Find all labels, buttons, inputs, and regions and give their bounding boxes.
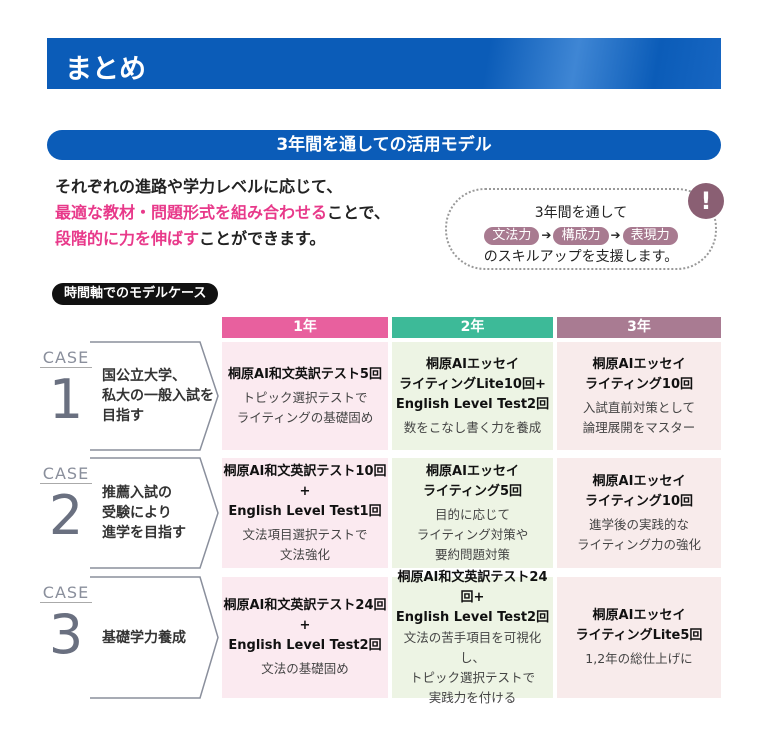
case-number: 2 — [48, 484, 84, 547]
case-title: 基礎学力養成 — [102, 628, 186, 648]
plan-name: ライティングLite5回 — [575, 628, 703, 643]
plan-description: 文法項目選択テストで — [242, 526, 368, 542]
plan-cell: 桐原AIエッセイライティングLite10回+ English Level Test… — [392, 342, 553, 450]
case-title-line: 私大の一般入試を — [102, 388, 214, 404]
arrow-right-icon: ➔ — [610, 228, 621, 242]
plan-name: 桐原AI和文英訳テスト5回 — [228, 366, 382, 382]
plan-name: ライティングLite10回+ — [399, 376, 546, 392]
case-word: CASE — [40, 464, 92, 484]
plan-cell: 桐原AI和文英訳テスト10回+ English Level Test1回文法項目選… — [222, 458, 388, 568]
plan-description: 1,2年の総仕上げに — [585, 651, 693, 666]
plan-name: 桐原AI和文英訳テスト24回+ — [397, 569, 548, 605]
case-number: 1 — [48, 368, 84, 431]
plan-cell: 桐原AI和文英訳テスト24回+ English Level Test2回文法の基礎… — [222, 577, 388, 698]
plan-cell: 桐原AIエッセイライティング10回進学後の実践的なライティング力の強化 — [557, 458, 721, 568]
year-header-2: 2年 — [392, 317, 553, 338]
case-title: 推薦入試の受験により進学を目指す — [102, 483, 186, 543]
intro-line-2: ことで、 — [327, 203, 390, 222]
case-title-line: 進学を目指す — [102, 525, 186, 541]
case-title-line: 国公立大学、 — [102, 368, 186, 384]
case-title: 国公立大学、私大の一般入試を目指す — [102, 366, 214, 426]
plan-description: 数をこなし書く力を養成 — [403, 419, 542, 435]
plan-name: 桐原AIエッセイ — [426, 463, 519, 479]
plan-name: English Level Test1回 — [228, 503, 382, 519]
bubble-bottom-text: のスキルアップを支援します。 — [483, 249, 679, 265]
plan-description: ライティング対策や — [416, 526, 529, 542]
plan-description: 目的に応じて — [434, 506, 510, 522]
plan-cell: 桐原AI和文英訳テスト5回トピック選択テストでライティングの基礎固め — [222, 342, 388, 450]
intro-highlight-2: 段階的に力を伸ばす — [55, 229, 200, 248]
case-word: CASE — [40, 583, 92, 603]
section-header: まとめ — [47, 38, 721, 89]
intro-text: それぞれの進路や学力レベルに応じて、 最適な教材・問題形式を組み合わせることで、… — [55, 174, 390, 252]
plan-name: English Level Test2回 — [228, 638, 382, 653]
year-header-1: 1年 — [222, 317, 388, 338]
bubble-top-text: 3年間を通して — [534, 205, 628, 221]
timeline-label: 時間軸でのモデルケース — [52, 283, 219, 305]
case-title-line: 受験により — [102, 505, 172, 521]
plan-cell: 桐原AIエッセイライティング10回入試直前対策として論理展開をマスター — [557, 342, 721, 450]
case-title-line: 目指す — [102, 408, 144, 424]
case-chevron — [90, 457, 219, 569]
intro-line-1: それぞれの進路や学力レベルに応じて、 — [55, 177, 343, 196]
plan-cell: 桐原AIエッセイライティングLite5回 1,2年の総仕上げに — [557, 577, 721, 698]
plan-name: 桐原AIエッセイ — [592, 356, 686, 372]
skill-grammar: 文法力 — [484, 227, 540, 245]
plan-description: 入試直前対策として — [582, 399, 696, 415]
plan-description: トピック選択テストで — [409, 669, 535, 685]
intro-line-3: ことができます。 — [199, 229, 326, 248]
plan-name: ライティング10回 — [584, 376, 694, 392]
case-chevron — [90, 341, 219, 451]
plan-name: 桐原AIエッセイ — [592, 608, 686, 623]
intro-highlight-1: 最適な教材・問題形式を組み合わせる — [55, 203, 328, 222]
plan-description: ライティングの基礎固め — [236, 409, 374, 425]
plan-cell: 桐原AIエッセイライティング5回目的に応じてライティング対策や要約問題対策 — [392, 458, 553, 568]
plan-description: トピック選択テストで — [242, 389, 368, 405]
plan-description: 文法強化 — [279, 546, 330, 562]
plan-name: ライティング5回 — [422, 483, 522, 499]
plan-name: 桐原AI和文英訳テスト24回+ — [223, 598, 387, 633]
plan-description: 要約問題対策 — [434, 546, 510, 562]
case-title-line: 基礎学力養成 — [102, 629, 186, 646]
plan-description: 文法の基礎固め — [261, 661, 349, 676]
plan-name: 桐原AIエッセイ — [592, 473, 686, 489]
skill-bubble: 3年間を通して 文法力➔構成力➔表現力 のスキルアップを支援します。 — [445, 188, 717, 270]
exclamation-icon: ! — [688, 183, 724, 219]
plan-description: 実践力を付ける — [428, 689, 517, 705]
plan-description: 進学後の実践的な — [588, 516, 689, 532]
plan-name: English Level Test2回 — [395, 396, 550, 412]
skill-structure: 構成力 — [553, 227, 609, 245]
plan-name: ライティング10回 — [584, 493, 694, 509]
plan-name: 桐原AI和文英訳テスト10回+ — [223, 463, 387, 499]
skill-expression: 表現力 — [622, 227, 678, 245]
plan-description: 文法の苦手項目を可視化し、 — [403, 629, 542, 665]
section-title: まとめ — [65, 54, 146, 85]
plan-description: ライティング力の強化 — [576, 536, 701, 552]
case-word: CASE — [40, 348, 92, 368]
case-number: 3 — [48, 603, 84, 666]
plan-name: English Level Test2回 — [395, 609, 550, 625]
subtitle-banner: 3年間を通しての活用モデル — [47, 130, 721, 160]
case-title-line: 推薦入試の — [102, 485, 172, 501]
case-chevron — [90, 576, 219, 699]
plan-name: 桐原AIエッセイ — [426, 356, 519, 372]
plan-description: 論理展開をマスター — [582, 419, 696, 435]
plan-cell: 桐原AI和文英訳テスト24回+ English Level Test2回文法の苦手… — [392, 570, 553, 705]
year-header-3: 3年 — [557, 317, 721, 338]
arrow-right-icon: ➔ — [541, 228, 552, 242]
